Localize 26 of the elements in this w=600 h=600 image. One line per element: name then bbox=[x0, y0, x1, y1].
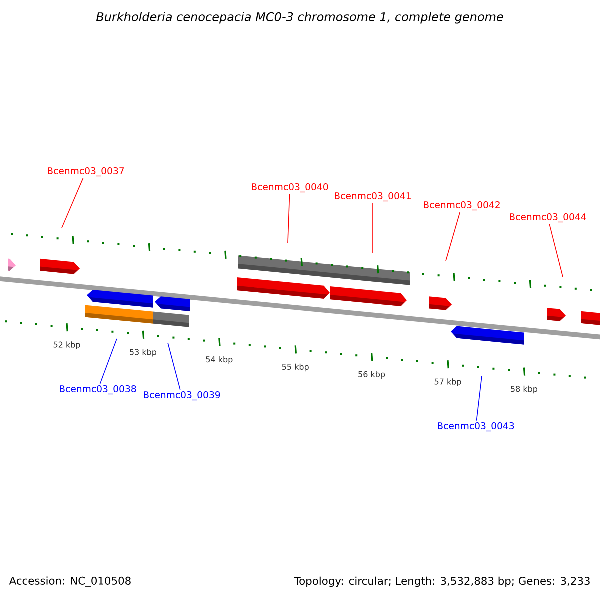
tick-label: 54 kbp bbox=[206, 356, 233, 364]
leader-line bbox=[476, 376, 482, 422]
leader-line bbox=[62, 178, 84, 228]
tick-label: 58 kbp bbox=[511, 386, 538, 394]
tick-label: 57 kbp bbox=[434, 378, 462, 386]
accession-text: Accession: NC_010508 bbox=[9, 576, 131, 588]
tick-label: 53 kbp bbox=[130, 349, 156, 357]
leader-line bbox=[168, 342, 181, 390]
leader-line bbox=[549, 224, 564, 278]
gene-label: Bcenmc03_0044 bbox=[510, 213, 586, 223]
gene-label: Bcenmc03_0041 bbox=[335, 192, 411, 202]
leader-line bbox=[288, 194, 290, 244]
leader-line bbox=[372, 202, 374, 254]
title: Burkholderia cenocepacia MC0-3 chromosome 1, complete genome bbox=[96, 12, 504, 24]
gene-label: Bcenmc03_0042 bbox=[424, 201, 500, 211]
gene-label: Bcenmc03_0040 bbox=[252, 183, 328, 193]
gene-label: Bcenmc03_0038 bbox=[60, 385, 136, 395]
gene-label: Bcenmc03_0039 bbox=[144, 391, 220, 401]
gene-label: Bcenmc03_0037 bbox=[48, 167, 124, 177]
tick-label: 52 kbp bbox=[54, 342, 80, 350]
genome-info-text: Topology: circular; Length: 3,532,883 bp; Genes: 3,233 bbox=[294, 576, 590, 588]
leader-line bbox=[446, 212, 461, 262]
tick-label: 55 kbp bbox=[282, 364, 309, 372]
gene-label: Bcenmc03_0043 bbox=[438, 422, 514, 432]
tick-label: 56 kbp bbox=[358, 371, 386, 379]
leader-line bbox=[100, 338, 118, 384]
